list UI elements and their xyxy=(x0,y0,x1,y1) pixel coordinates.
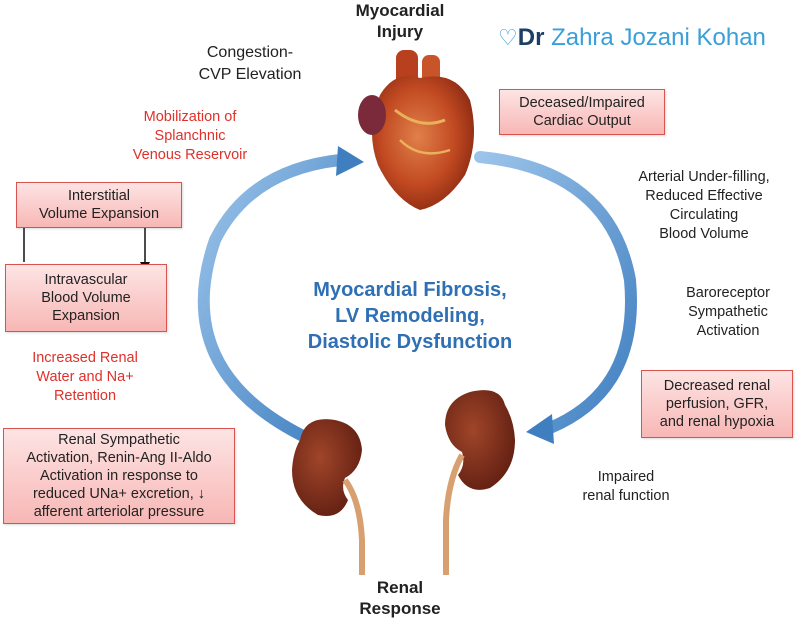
renal-retention-label: Increased Renal Water and Na+ Retention xyxy=(32,350,138,404)
cardiac-output-box: Deceased/Impaired Cardiac Output xyxy=(499,89,665,135)
interstitial-volume-box: Interstitial Volume Expansion xyxy=(16,182,182,228)
logo-name: Zahra Jozani Kohan xyxy=(551,24,766,51)
arterial-underfilling-label: Arterial Under-filling, Reduced Effectiv… xyxy=(638,169,770,242)
author-logo: ♡Dr Zahra Jozani Kohan xyxy=(498,24,766,52)
mobilization-label: Mobilization of Splanchnic Venous Reserv… xyxy=(132,109,248,163)
right-cycle-arrow xyxy=(474,151,637,444)
baroreceptor-label: Baroreceptor Sympathetic Activation xyxy=(686,285,770,339)
renal-perfusion-box: Decreased renal perfusion, GFR, and rena… xyxy=(641,370,793,438)
myocardial-injury-title: Myocardial Injury xyxy=(355,1,445,41)
heart-pulse-icon: ♡ xyxy=(498,25,518,50)
heart-illustration xyxy=(358,50,474,210)
left-kidney-illustration xyxy=(292,419,365,575)
renal-response-title: Renal Response xyxy=(359,578,441,618)
left-cycle-arrow xyxy=(197,146,364,443)
impaired-renal-function-label: Impaired renal function xyxy=(582,469,670,504)
raas-activation-box: Renal Sympathetic Activation, Renin-Ang … xyxy=(3,428,235,524)
center-label: Myocardial Fibrosis, LV Remodeling, Dias… xyxy=(307,279,513,353)
congestion-label: Congestion- CVP Elevation xyxy=(198,44,302,83)
intravascular-volume-box: Intravascular Blood Volume Expansion xyxy=(5,264,167,332)
right-kidney-illustration xyxy=(443,390,515,575)
logo-prefix: Dr xyxy=(517,24,545,51)
